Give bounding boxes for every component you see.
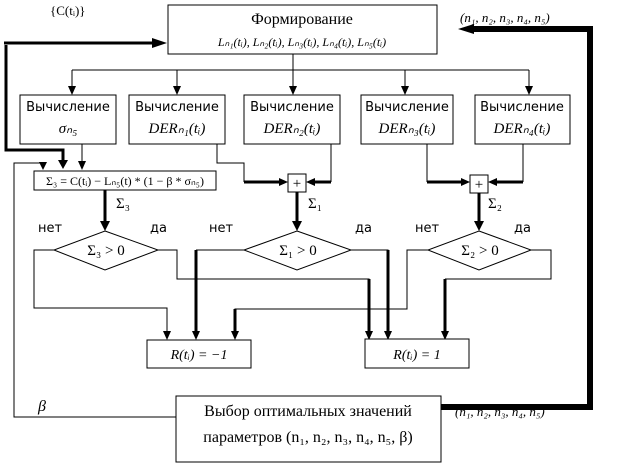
arrowhead-calc-5 (525, 86, 533, 95)
optimize-line1: Выбор оптимальных значений (204, 403, 412, 420)
arrowhead-r-neg-1 (163, 331, 171, 340)
decision-sum3: Σ₃ > 0 нет да (38, 221, 167, 271)
arrowhead-adder2-left (461, 178, 470, 186)
calc-box-title: Вычисление (480, 100, 564, 115)
decision-no-label: нет (209, 221, 233, 236)
arrowhead-decision-3 (100, 221, 110, 231)
feedback-bottom-label: (n₁, n₂, n₃, n₄, n₅) (455, 404, 545, 419)
arrowhead-r-pos-2 (384, 331, 392, 340)
sum3-yes-path (158, 249, 370, 333)
sum2-yes-path (445, 249, 552, 280)
calc-box-formula: DERₙ₃(tᵢ) (378, 121, 436, 137)
sum2-no-path (234, 249, 428, 333)
calc-box-formula: σₙ₅ (59, 121, 78, 137)
decision-sum1: Σ₁ > 0 нет да (209, 221, 372, 271)
arrowhead-feedback-top (458, 24, 474, 34)
calc-box-title: Вычисление (26, 100, 110, 115)
decision-no-label: нет (415, 221, 439, 236)
decision-yes-label: да (150, 221, 167, 236)
optimize-box (175, 395, 442, 463)
adder2-output-label: Σ₂ (488, 196, 502, 212)
forming-formula: Lₙ₁(tᵢ), Lₙ₂(tᵢ), Lₙ₃(tᵢ), Lₙ₄(tᵢ), Lₙ₅(… (217, 35, 386, 49)
arrowhead-r-pos-1 (365, 331, 373, 340)
calc-box-title: Вычисление (250, 100, 334, 115)
calc-box-formula: DERₙ₂(tᵢ) (263, 121, 321, 137)
arrowhead-decision-2 (474, 221, 484, 231)
arrowhead-sigma-sum3 (78, 161, 86, 170)
decision-condition: Σ₂ > 0 (461, 243, 498, 259)
adder-1-symbol: + (293, 176, 301, 192)
result-box-negative (146, 339, 252, 369)
arrowhead-decision-1 (292, 221, 302, 231)
arrowhead-r-pos-3 (441, 331, 449, 340)
result-negative-formula: R(tᵢ) = −1 (170, 348, 228, 363)
decision-no-label: нет (38, 221, 62, 236)
calc-box-der-n4: Вычисление DERₙ₄(tᵢ) (474, 94, 571, 145)
arrowhead-calc-3 (289, 86, 297, 95)
der-n1-to-adder1-line (216, 144, 245, 182)
arrowhead-adder1-left (279, 178, 288, 186)
decision-yes-label: да (514, 221, 531, 236)
decision-condition: Σ₁ > 0 (279, 243, 316, 259)
arrowhead-adder1-right (306, 178, 315, 186)
calc-box-title: Вычисление (135, 100, 219, 115)
forming-box (167, 4, 438, 55)
feedback-path-right (434, 26, 593, 410)
decision-condition: Σ₃ > 0 (87, 243, 124, 259)
adder-2-symbol: + (475, 177, 483, 193)
arrowhead-input (152, 38, 167, 48)
input-label: {C(tᵢ)} (50, 3, 86, 18)
arrowhead-calc-2 (173, 86, 181, 95)
calc-box-der-n3: Вычисление DERₙ₃(tᵢ) (360, 94, 454, 145)
calc-box-title: Вычисление (365, 100, 449, 115)
arrowhead-input-sum3 (58, 160, 68, 169)
arrowhead-r-neg-3 (231, 331, 239, 340)
arrowhead-calc-4 (401, 86, 409, 95)
decision-yes-label: да (355, 221, 372, 236)
distribution-drops (71, 70, 530, 88)
optimize-line2: параметров (n₁, n₂, n₃, n₄, n₅, β) (203, 429, 412, 446)
sum3-no-path (33, 249, 168, 333)
sum3-box (33, 170, 217, 191)
calc-box-der-n1: Вычисление DERₙ₁(tᵢ) (128, 94, 226, 145)
arrowhead-adder2-right (488, 178, 497, 186)
arrowhead-beta-sum3 (39, 162, 47, 170)
result-box-positive (364, 338, 470, 369)
forming-title: Формирование (251, 11, 353, 28)
sum3-formula: Σ₃ = C(tᵢ) − Lₙ₅(t) * (1 − β * σₙ₅) (46, 174, 204, 188)
input-to-sum3-path (4, 45, 65, 162)
feedback-top-label: (n₁, n₂, n₃, n₄, n₅) (460, 10, 550, 25)
calc-box-formula: DERₙ₄(tᵢ) (493, 121, 551, 137)
arrowhead-r-neg-2 (192, 331, 200, 340)
calc-box-formula: DERₙ₁(tᵢ) (148, 121, 206, 137)
result-positive-formula: R(tᵢ) = 1 (392, 348, 440, 363)
calc-box-sigma: Вычисление σₙ₅ (19, 94, 117, 145)
decision-sum2: Σ₂ > 0 нет да (415, 221, 533, 271)
beta-label: β (37, 398, 46, 415)
arrowhead-calc-1 (68, 86, 76, 95)
adder1-output-label: Σ₁ (308, 196, 322, 212)
sum3-output-label: Σ₃ (116, 196, 130, 212)
calc-box-der-n2: Вычисление DERₙ₂(tᵢ) (243, 94, 341, 145)
